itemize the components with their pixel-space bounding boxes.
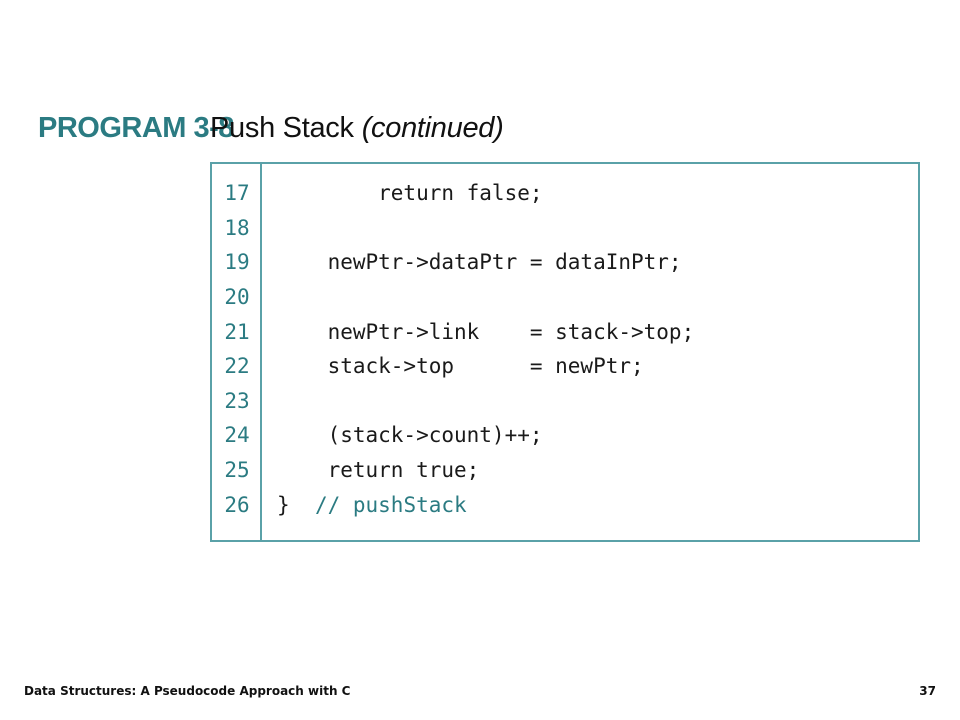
code-line: 25 return true; xyxy=(212,453,918,488)
code-text: newPtr->link = stack->top; xyxy=(277,319,695,344)
program-title: Push Stack(continued) xyxy=(210,112,504,145)
code-line: 26 } // pushStack xyxy=(212,487,918,522)
code-line: 20 xyxy=(212,280,918,315)
line-number: 26 xyxy=(224,492,250,517)
line-number: 18 xyxy=(224,215,250,240)
footer-book-title: Data Structures: A Pseudocode Approach w… xyxy=(24,684,351,698)
code-text: (stack->count)++; xyxy=(277,423,543,447)
program-heading: PROGRAM 3-8 Push Stack(continued) xyxy=(38,112,504,152)
code-line: 22 stack->top = newPtr; xyxy=(212,349,918,384)
code-line: 19 newPtr->dataPtr = dataInPtr; xyxy=(212,245,918,280)
code-line: 24 (stack->count)++; xyxy=(212,418,918,453)
code-line: 17 return false; xyxy=(212,176,918,211)
line-number: 20 xyxy=(224,285,250,310)
line-number-gutter xyxy=(212,164,262,540)
code-statement: return false; xyxy=(277,181,543,206)
code-statement: stack->top = newPtr; xyxy=(277,354,644,379)
code-line: 21 newPtr->link = stack->top; xyxy=(212,314,918,349)
line-number: 19 xyxy=(224,250,250,275)
line-number: 17 xyxy=(224,181,250,206)
code-statement: return true; xyxy=(277,458,480,483)
line-number: 21 xyxy=(224,319,250,344)
code-text: } // pushStack xyxy=(277,493,467,517)
line-number: 23 xyxy=(224,388,250,413)
code-comment: // pushStack xyxy=(314,492,467,517)
program-label: PROGRAM 3-8 xyxy=(38,112,234,144)
code-listing: 17 return false; 18 19 newPtr->dataPtr =… xyxy=(210,162,920,542)
line-number: 25 xyxy=(224,458,250,483)
code-text: return false; xyxy=(277,181,543,206)
code-text: newPtr->dataPtr = dataInPtr; xyxy=(277,250,682,274)
slide-footer: Data Structures: A Pseudocode Approach w… xyxy=(24,684,936,700)
program-title-suffix: (continued) xyxy=(361,112,504,144)
code-statement: } xyxy=(277,492,315,517)
code-text: return true; xyxy=(277,458,480,483)
footer-page-number: 37 xyxy=(919,684,936,698)
code-line: 18 xyxy=(212,211,918,246)
line-number: 22 xyxy=(224,354,250,379)
line-number: 24 xyxy=(224,423,250,448)
code-text: stack->top = newPtr; xyxy=(277,354,644,378)
program-title-text: Push Stack xyxy=(210,112,354,144)
code-statement: newPtr->dataPtr = dataInPtr; xyxy=(277,250,682,275)
code-statement: newPtr->link = stack->top; xyxy=(277,319,695,344)
code-line: 23 xyxy=(212,384,918,419)
code-statement: (stack->count)++; xyxy=(277,423,543,448)
